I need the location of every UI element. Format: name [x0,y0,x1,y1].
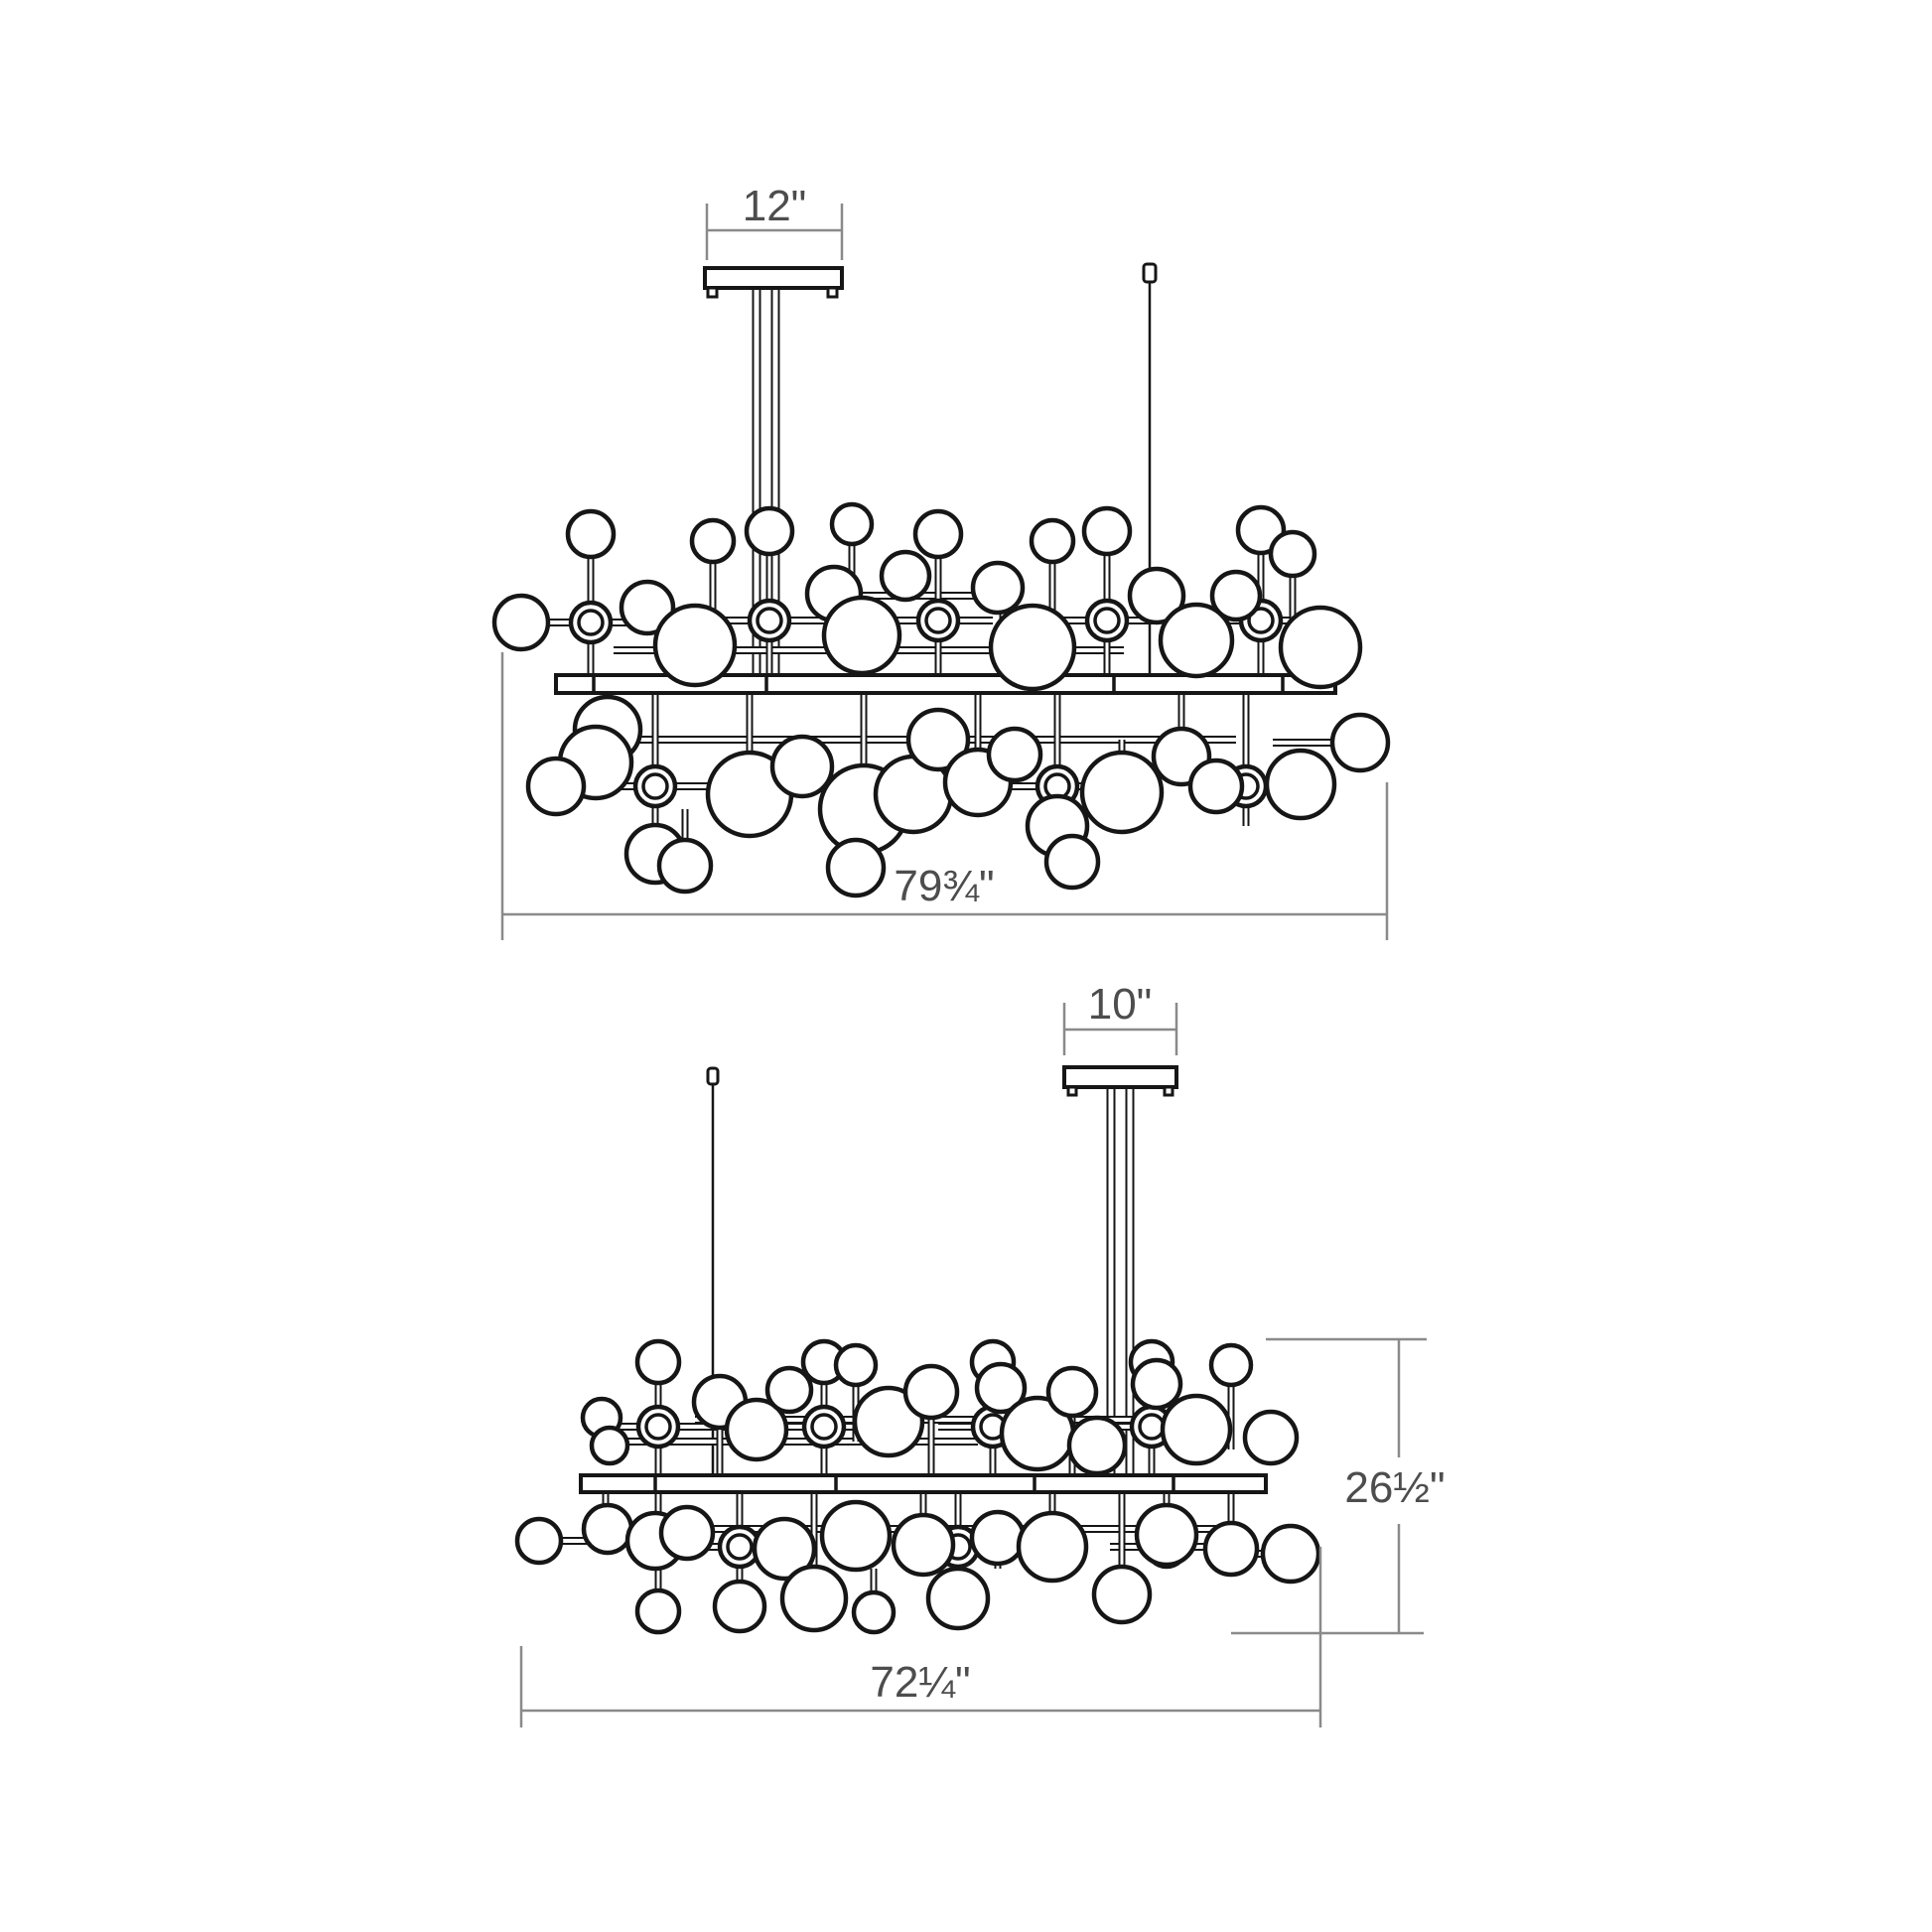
globe [1260,1523,1321,1585]
top-elevation: 12" 79¾" [491,182,1391,940]
hub-ring-inner [810,1413,838,1441]
globe [891,1512,956,1578]
globe [658,1504,716,1562]
globe [851,1589,897,1635]
globe [852,1385,925,1458]
globe [1043,833,1101,891]
globe [879,549,932,603]
canopy-foot [1163,1085,1174,1097]
globe [1079,750,1165,835]
globe [1209,569,1263,622]
canopy [1062,1065,1178,1089]
wire-hook [1142,262,1158,284]
hub-ring-inner [924,607,952,634]
globe [1160,1393,1233,1466]
globe [974,1361,1028,1415]
globe [1278,605,1363,690]
globe [652,603,738,688]
globe [1091,1564,1153,1625]
globe [744,505,795,557]
dim-label-canopy_width: 12" [743,182,807,230]
globe [724,1397,789,1462]
globe [1329,712,1391,773]
globe [1187,758,1245,815]
wire-hook [706,1066,720,1086]
globe [491,593,551,652]
globe [1045,1365,1099,1419]
hub-ring-outer [915,598,961,643]
globe [689,517,737,565]
globe [1066,1415,1128,1476]
globe [825,837,887,898]
globe [821,595,902,676]
globe [986,726,1043,783]
globe [656,837,714,895]
dim-label-overall_width: 79¾" [894,862,994,910]
globe [902,1363,960,1421]
dim-label-overall_width: 72¼" [870,1658,970,1707]
hub-ring-inner [641,772,669,800]
globe [1242,1409,1300,1466]
globe [819,1499,893,1573]
globe [969,1509,1027,1567]
hub-ring-outer [568,600,614,645]
globe [1158,602,1235,679]
globe [988,603,1077,692]
globe [970,560,1026,616]
globe [525,756,587,817]
globe [1268,529,1317,579]
hub-ring-inner [1247,607,1275,634]
globe [912,508,964,560]
hub-ring-inner [756,607,783,634]
dim-label-canopy_width: 10" [1088,980,1153,1029]
hub-ring-outer [1084,598,1130,643]
canopy-foot [1066,1085,1078,1097]
globe [1202,1520,1260,1578]
globe [829,501,875,547]
globe [1130,1357,1183,1411]
globe [634,1587,682,1635]
bottom-elevation: 10" 72¼" 26½" [514,980,1446,1727]
globe [712,1579,767,1634]
globe [833,1342,879,1388]
dim-label-fixture_height: 26½" [1344,1463,1445,1512]
canopy [703,266,844,290]
globe [1134,1502,1199,1568]
main-bar [579,1473,1268,1494]
hub-ring-outer [747,598,792,643]
hub-ring-outer [632,763,678,809]
globe [925,1566,991,1631]
hub-ring-inner [726,1533,754,1561]
globe [905,707,971,772]
globe [634,1338,682,1386]
hub-ring-outer [801,1404,847,1449]
globe [1029,517,1076,565]
canopy-foot [826,286,839,299]
globe [779,1564,849,1633]
globe [769,734,835,799]
globe [1264,748,1337,821]
globe [752,1516,817,1582]
globe [1016,1510,1089,1584]
globe [589,1425,630,1466]
globe [1208,1342,1254,1388]
globe [565,508,617,560]
hub-ring-inner [1093,607,1121,634]
globe [581,1502,634,1556]
hub-ring-inner [644,1413,672,1441]
hub-ring-inner [577,609,605,636]
canopy-foot [706,286,719,299]
hub-ring-outer [635,1404,681,1449]
globe [1081,505,1133,557]
globe [619,579,676,636]
globe [1127,566,1186,625]
globe [514,1516,564,1566]
globe [764,1365,814,1415]
